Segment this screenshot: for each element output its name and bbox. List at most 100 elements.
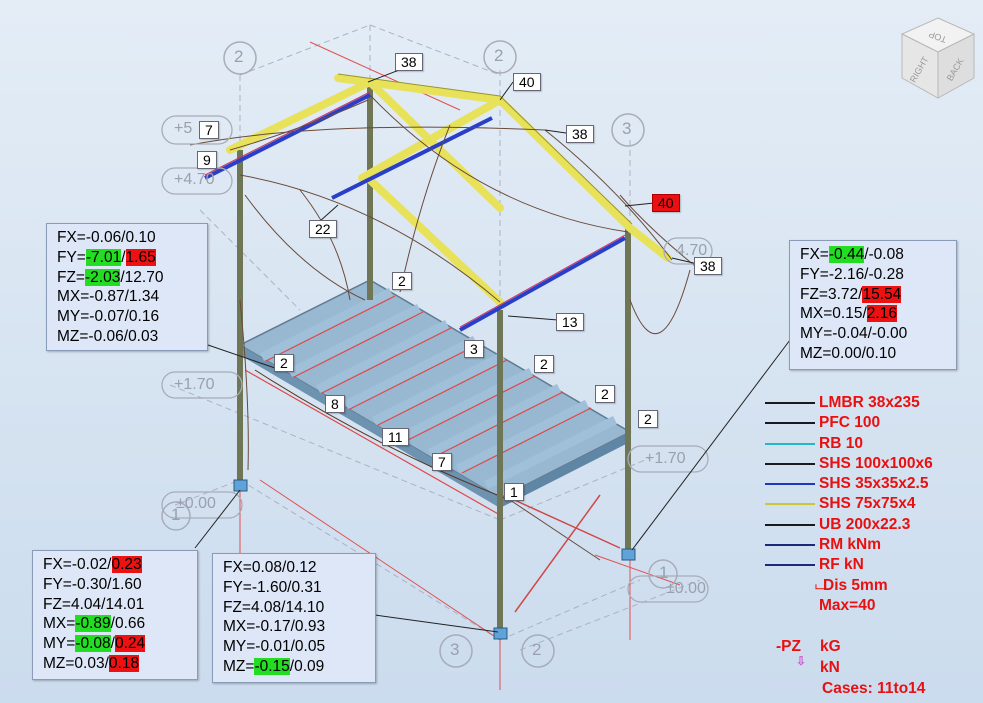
member-label[interactable]: 22 xyxy=(309,220,337,238)
brace-diagonal xyxy=(509,497,621,549)
displacement-icon: ⌴ xyxy=(815,575,827,592)
reaction-line: FX=-0.02/0.23 xyxy=(43,555,189,575)
reaction-text: /12.70 xyxy=(120,268,164,286)
reaction-line: MX=-0.89/0.66 xyxy=(43,614,189,634)
reaction-line: FZ=4.04/14.01 xyxy=(43,595,189,615)
member-label[interactable]: 7 xyxy=(199,121,219,139)
column-bases xyxy=(233,479,636,640)
legend-label: LMBR 38x235 xyxy=(819,394,920,411)
level-label: ±0.00 xyxy=(176,495,216,512)
min-highlight: -0.08 xyxy=(75,635,111,653)
member-label[interactable]: 1 xyxy=(504,483,524,501)
reaction-text: FZ= xyxy=(57,268,85,286)
legend-swatch xyxy=(765,442,815,445)
legend-swatch xyxy=(765,462,815,465)
reaction-text: MX=-0.17/0.93 xyxy=(223,618,326,636)
member-label[interactable]: 13 xyxy=(556,313,584,331)
member-label[interactable]: 7 xyxy=(432,453,452,471)
legend-swatch xyxy=(765,564,815,567)
reaction-line: MZ=0.00/0.10 xyxy=(800,344,948,364)
member-label[interactable]: 38 xyxy=(395,53,423,71)
legend-item[interactable]: SHS 100x100x6 xyxy=(765,454,975,474)
max-highlight: 15.54 xyxy=(862,285,902,303)
member-label[interactable]: 2 xyxy=(534,355,554,373)
legend-max-label: Max=40 xyxy=(819,596,876,614)
legend-label: SHS 75x75x4 xyxy=(819,495,916,513)
legend-dis-row: ⌴ Dis 5mm xyxy=(765,576,975,596)
legend-item[interactable]: SHS 75x75x4 xyxy=(765,494,975,514)
reaction-text: FX=-0.02/ xyxy=(43,556,112,573)
reaction-text: /0.09 xyxy=(289,657,325,675)
reaction-line: FY=-7.01/1.65 xyxy=(57,248,199,268)
member-label[interactable]: 8 xyxy=(325,395,345,413)
reaction-line: MZ=-0.06/0.03 xyxy=(57,327,199,347)
reaction-text: MY= xyxy=(43,635,76,653)
kn-unit: kN xyxy=(820,659,840,676)
legend-label: UB 200x22.3 xyxy=(819,515,911,533)
pz-label: -PZ xyxy=(776,638,801,655)
legend-item[interactable]: RB 10 xyxy=(765,434,975,454)
member-label[interactable]: 3 xyxy=(464,340,484,358)
member-label[interactable]: 11 xyxy=(382,428,409,446)
kg-unit: kG xyxy=(820,638,841,655)
reaction-text: FY=-1.60/0.31 xyxy=(223,578,322,596)
reaction-text: MZ=0.00/0.10 xyxy=(800,344,897,362)
member-label[interactable]: 2 xyxy=(595,385,615,403)
view-cube-icon[interactable]: TOP RIGHT BACK xyxy=(898,16,978,100)
reaction-text: / xyxy=(110,635,115,653)
legend-swatch xyxy=(765,483,815,486)
reaction-text: MZ=0.03/ xyxy=(43,654,109,672)
level-label: ±0.00 xyxy=(666,580,706,597)
legend-item[interactable]: SHS 35x35x2.5 xyxy=(765,474,975,494)
min-highlight: -0.44 xyxy=(828,246,865,263)
reaction-text: FZ=3.72/ xyxy=(800,285,863,303)
reaction-line: FY=-2.16/-0.28 xyxy=(800,265,948,285)
legend-item[interactable]: UB 200x22.3 xyxy=(765,515,975,535)
load-arrow-icon: ⇩ xyxy=(796,654,807,668)
legend-item[interactable]: RM kNm xyxy=(765,535,975,555)
purlins xyxy=(204,93,626,332)
reaction-text: MZ=-0.06/0.03 xyxy=(57,327,159,345)
legend-label: PFC 100 xyxy=(819,414,881,432)
reaction-text: FY=-2.16/-0.28 xyxy=(800,265,904,283)
member-label[interactable]: 38 xyxy=(566,125,594,143)
legend-label: RF kN xyxy=(819,556,864,574)
grid-label: 3 xyxy=(450,640,460,659)
reaction-text: FX=0.08/0.12 xyxy=(223,559,317,576)
legend-item[interactable]: LMBR 38x235 xyxy=(765,393,975,413)
reaction-text: FY=-0.30/1.60 xyxy=(43,575,142,593)
member-label[interactable]: 40 xyxy=(513,73,541,91)
member-label[interactable]: 38 xyxy=(694,257,722,275)
member-label[interactable]: 9 xyxy=(197,151,217,169)
reaction-line: FZ=4.08/14.10 xyxy=(223,598,367,618)
reaction-text: /-0.08 xyxy=(864,246,904,263)
member-label[interactable]: 2 xyxy=(638,410,658,428)
reaction-text: MY=-0.04/-0.00 xyxy=(800,325,908,343)
legend-item[interactable]: PFC 100 xyxy=(765,413,975,433)
reaction-line: MY=-0.07/0.16 xyxy=(57,307,199,327)
max-highlight: 0.24 xyxy=(114,635,146,653)
reaction-line: FZ=3.72/15.54 xyxy=(800,285,948,305)
legend-swatch xyxy=(765,523,815,526)
grid-label: 1 xyxy=(659,563,669,582)
member-label[interactable]: 2 xyxy=(392,272,412,290)
level-markers xyxy=(161,115,713,603)
legend-item[interactable]: RF kN xyxy=(765,555,975,575)
min-highlight: -7.01 xyxy=(85,248,122,266)
level-label: +4.70 xyxy=(174,171,215,188)
member-label-max[interactable]: 40 xyxy=(652,194,680,212)
reaction-line: MY=-0.01/0.05 xyxy=(223,637,367,657)
legend-swatch xyxy=(765,503,815,506)
reaction-text: MY=-0.01/0.05 xyxy=(223,638,326,656)
reaction-text: /0.66 xyxy=(110,615,146,633)
reaction-line: MX=-0.87/1.34 xyxy=(57,287,199,307)
member-label[interactable]: 2 xyxy=(274,354,294,372)
max-highlight: 1.65 xyxy=(125,248,156,266)
reaction-text: FZ=4.08/14.10 xyxy=(223,598,325,616)
